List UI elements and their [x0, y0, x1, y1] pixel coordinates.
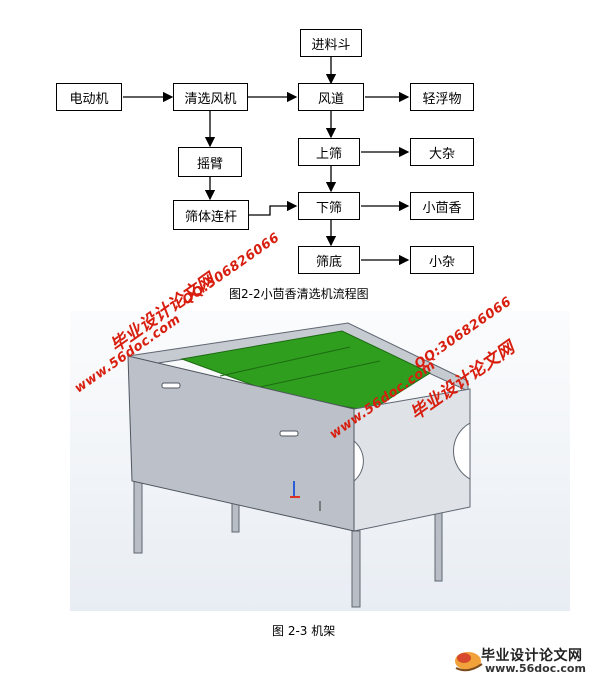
site-logo	[455, 652, 483, 672]
frame-render	[70, 311, 570, 611]
logo-name: 毕业设计论文网	[481, 648, 583, 664]
side-cutout-left	[353, 439, 364, 483]
slot-2	[279, 430, 299, 437]
box-small-impurities: 小杂	[410, 246, 474, 274]
leg-mid-right	[434, 510, 443, 582]
box-air-duct: 风道	[298, 83, 364, 111]
box-upper-sieve: 上筛	[298, 138, 360, 166]
box-hopper: 进料斗	[300, 29, 362, 57]
figure-caption: 图 2-3 机架	[272, 624, 336, 638]
side-cutout	[453, 422, 471, 480]
box-sieve-linkage: 筛体连杆	[173, 200, 249, 230]
flowchart-caption: 图2-2小茴香清选机流程图	[229, 287, 369, 301]
box-lower-sieve: 下筛	[298, 192, 360, 220]
frame-front-panel	[127, 355, 355, 532]
leg-front-right	[351, 530, 361, 608]
box-sieve-bottom: 筛底	[298, 246, 360, 274]
arrow-linkage-to-lower	[249, 200, 298, 216]
slot-1	[161, 382, 181, 389]
box-light-floats: 轻浮物	[410, 83, 474, 111]
box-rocker-arm: 摇臂	[178, 147, 242, 177]
box-motor: 电动机	[56, 83, 122, 111]
box-large-impurities: 大杂	[410, 138, 474, 166]
leg-front-left	[133, 480, 143, 554]
box-small-fennel: 小茴香	[410, 192, 474, 220]
flowchart-arrows	[123, 57, 410, 266]
logo-url: www.56doc.com	[485, 662, 586, 675]
frame-drawing	[126, 322, 471, 608]
box-cleaner-fan: 清选风机	[173, 83, 248, 111]
